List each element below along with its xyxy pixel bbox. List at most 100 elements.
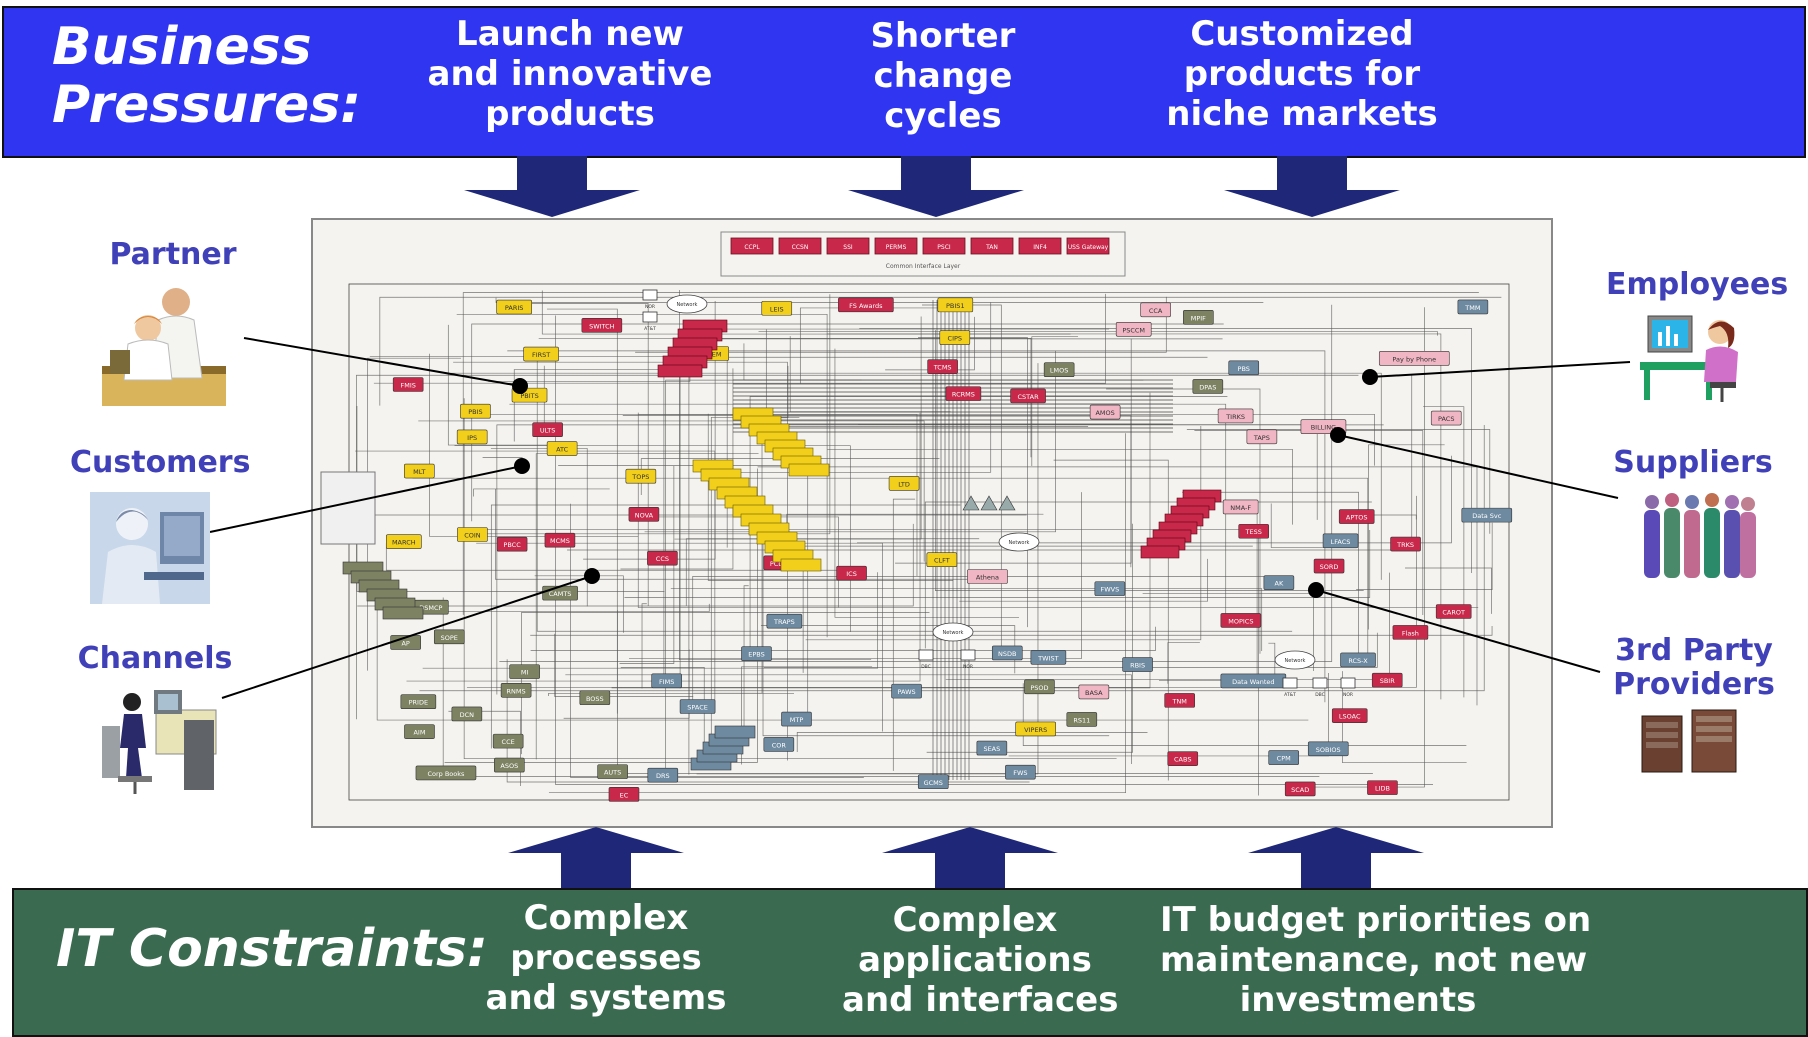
system-node-label: TESS [1245,528,1262,536]
system-node [1338,509,1375,524]
interface-wire [554,633,694,697]
system-node-label: LMOS [1050,367,1068,375]
system-node [1167,751,1199,766]
constraint-item-processes: Complex processes and systems [478,898,734,1018]
constraint-item-line: maintenance, not new [1160,940,1588,980]
system-node-label: IPS [467,434,477,442]
system-node [392,377,424,392]
system-node-label: AP [401,639,409,647]
up-arrow-icon [508,827,684,888]
system-node [1005,764,1036,780]
system-node-label: ATC [556,446,569,454]
interface-wire [466,495,1417,688]
system-node-label: ASOS [500,762,518,770]
interface-wire [425,603,710,612]
stacked-node [382,606,424,620]
interface-wire [478,294,831,535]
network-cloud-label: Network [943,630,964,636]
interface-wire [1031,336,1079,466]
interface-wire [373,293,1106,384]
system-node-label: TCMS [933,364,952,372]
pressure-item-line: products for [1183,54,1421,94]
interface-wire [462,292,1479,615]
third-party-label-line1: 3rd Party [1615,633,1773,668]
business-pressures-banner [2,6,1806,158]
antenna-shape [980,495,998,511]
partner-people-icon [102,288,226,406]
header-system-label: CCSN [792,244,809,251]
system-node [1390,536,1421,552]
stacked-node [788,463,830,477]
partner-label: Partner [96,238,250,272]
system-node [761,300,793,316]
it-constraints-title: IT Constraints: [56,919,488,979]
system-node-label: Athena [976,573,999,581]
system-node [1367,780,1398,795]
interface-wire [885,316,975,371]
stacked-node [657,364,703,378]
interface-wire [490,448,588,607]
system-node-label: TMM [1464,304,1480,312]
customer-at-computer-icon [90,492,210,604]
interface-wire [679,290,872,661]
system-node [1378,351,1450,366]
system-node-label: DSMCP [419,604,442,612]
system-node-label: SEAS [983,745,1000,753]
interface-wire [490,504,961,749]
interface-wire [1106,388,1261,654]
interface-wire [535,453,759,760]
system-node-label: COR [772,741,787,749]
interface-wire [356,374,1359,720]
system-node-label: VIPERS [1024,726,1047,734]
header-caption: Common Interface Layer [886,263,961,270]
header-system-label: INF4 [1033,244,1047,251]
channels-label: Channels [74,642,236,676]
system-node [991,645,1023,661]
external-endpoint-label: DBC [921,664,931,670]
server-racks-icon [1641,709,1737,773]
interface-wire [959,558,1209,602]
interface-wire [620,368,734,570]
system-node-label: AK [1275,580,1284,588]
system-node-label: LSOAC [1339,713,1361,721]
system-node-label: CAMTS [549,590,572,598]
system-node-label: FWVS [1100,586,1119,594]
system-node [608,787,640,802]
system-node [1010,388,1046,404]
interface-wire [555,315,1433,785]
system-node [492,733,524,749]
system-node-label: FS Awards [849,302,883,310]
stacked-node [780,558,822,572]
system-node [836,565,867,581]
system-node [939,330,971,345]
system-node-label: MARCH [392,539,416,547]
interface-wire [422,572,879,669]
system-node-label: RCRMS [952,391,975,399]
system-node-label: SWITCH [589,322,615,330]
system-node [523,346,559,362]
system-node-label: TRAPS [773,618,795,626]
employee-at-desk-icon [1640,315,1738,402]
interface-wire [696,363,1039,775]
system-node-label: Corp Books [427,770,465,778]
system-node [500,682,532,698]
system-node [1307,741,1349,757]
interface-wire [385,543,863,571]
external-endpoint [960,649,976,661]
system-node [1192,379,1224,394]
system-node-label: CIPS [948,335,963,343]
header-system-node [1066,237,1110,255]
system-node [1228,360,1260,376]
interface-wire [641,603,647,689]
system-node-label: Data Wanted [1232,678,1274,686]
system-node [1030,649,1067,665]
system-node [1371,672,1403,688]
interface-wire [622,415,1132,568]
pressure-item-line: and innovative [427,54,713,94]
system-node [1331,708,1368,723]
interface-wire [536,358,1293,632]
system-node [1140,302,1171,318]
constraint-item-line: applications [858,940,1092,980]
network-cloud [666,294,708,314]
